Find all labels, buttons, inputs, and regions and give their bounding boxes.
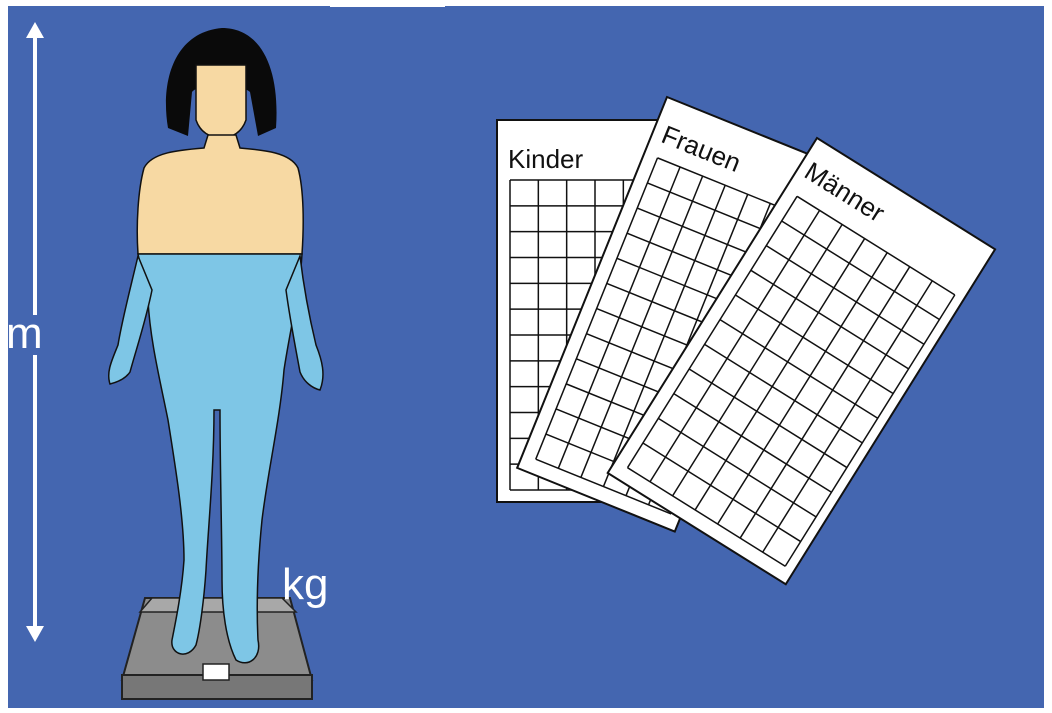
height-unit-label: m (6, 312, 43, 356)
weight-unit-label: kg (282, 563, 328, 607)
weighing-scale (122, 598, 312, 699)
top-strip (330, 0, 445, 7)
head (196, 65, 246, 138)
sheet-kinder-title: Kinder (508, 144, 583, 174)
